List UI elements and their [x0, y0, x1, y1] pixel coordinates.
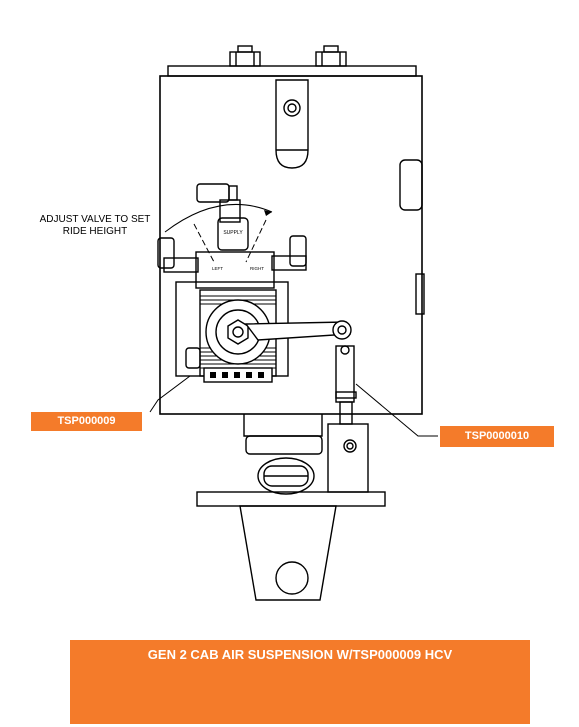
side-slot-upper	[399, 159, 423, 211]
main-housing	[159, 75, 423, 415]
top-fitting-left	[229, 45, 261, 67]
link-mount-bracket	[327, 423, 369, 493]
top-slot	[275, 79, 309, 169]
adjust-callout-line1: ADJUST VALVE TO SET	[40, 214, 151, 225]
figure-caption: GEN 2 CAB AIR SUSPENSION W/TSP000009 HCV	[70, 640, 530, 724]
bracket-bolt	[343, 439, 357, 453]
top-bolt	[283, 99, 301, 117]
svg-text:SUPPLY: SUPPLY	[223, 230, 243, 236]
frame-mount-bracket	[239, 505, 337, 601]
top-fitting-right	[315, 45, 347, 67]
right-elbow-fitting	[271, 235, 307, 271]
adjust-callout-line2: RIDE HEIGHT	[63, 226, 127, 237]
leader-left	[149, 375, 191, 413]
part-tag-right: TSP0000010	[440, 426, 554, 447]
leader-right	[355, 383, 438, 437]
side-slot-lower	[415, 273, 425, 315]
frame-mount-hole	[275, 561, 309, 595]
part-tag-left: TSP000009	[31, 412, 142, 431]
valve-lever-arm	[244, 320, 352, 341]
left-elbow-fitting	[157, 237, 199, 273]
height-link-rod	[335, 345, 357, 425]
valve-top-elbow	[196, 183, 241, 223]
valve-hex-nut	[227, 319, 249, 345]
adjust-angle-arc	[164, 203, 273, 233]
svg-text:RIGHT: RIGHT	[250, 266, 264, 271]
svg-text:LEFT: LEFT	[212, 266, 223, 271]
pivot-assembly	[243, 414, 323, 495]
valve-manifold	[195, 251, 275, 289]
top-plate	[167, 65, 417, 77]
supply-port: SUPPLY	[217, 217, 249, 251]
